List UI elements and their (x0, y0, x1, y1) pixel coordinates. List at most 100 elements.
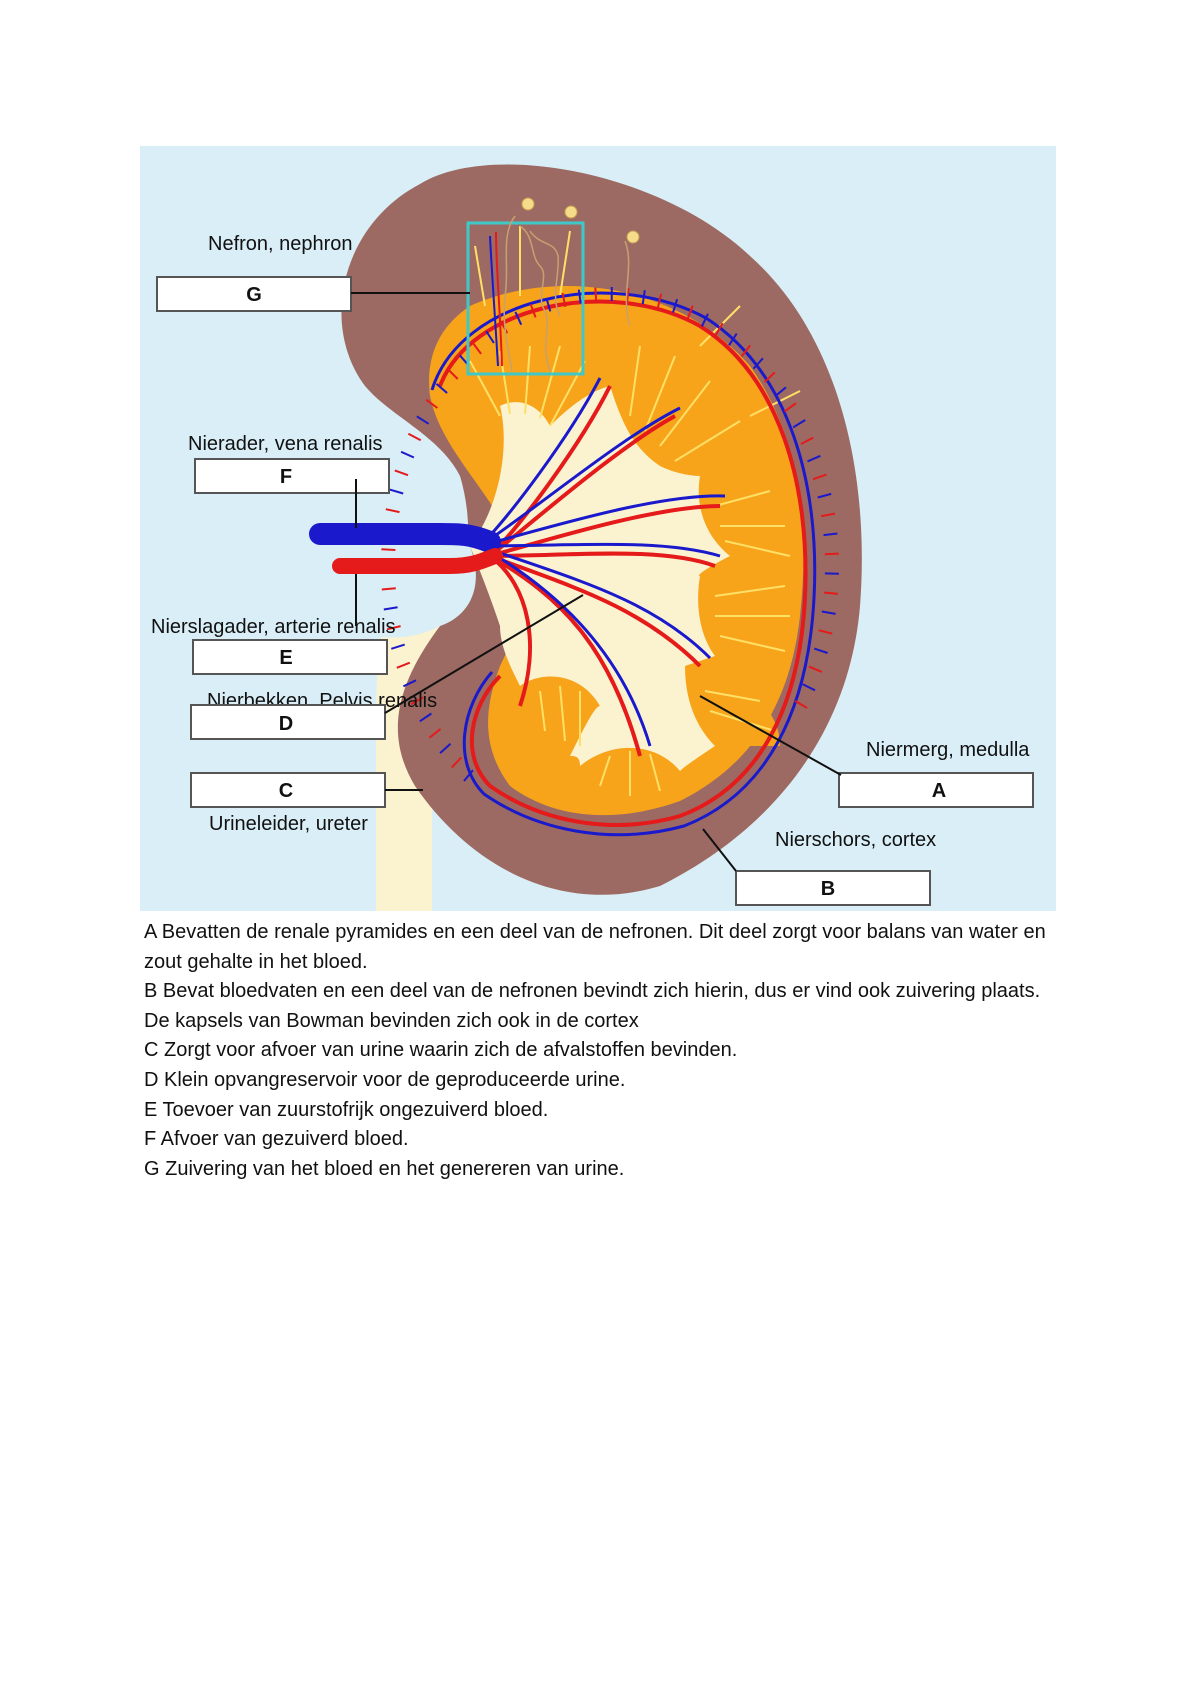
interlobar-artery (488, 414, 676, 558)
peripheral-vessel (817, 492, 832, 499)
peripheral-vessel (463, 769, 474, 782)
peripheral-vessel (383, 606, 398, 611)
peripheral-vessel (823, 532, 838, 537)
label-b-box[interactable] (735, 870, 931, 906)
label-a-letter: A (932, 780, 946, 802)
peripheral-vessels (380, 286, 839, 782)
striation (714, 490, 771, 507)
label-c-caption: Urineleider, ureter (209, 813, 368, 835)
peripheral-vessel (794, 700, 808, 709)
peripheral-vessel (807, 454, 821, 463)
renal-pelvis (470, 386, 730, 771)
peripheral-vessel (728, 333, 738, 346)
nephron-tubule (529, 230, 561, 317)
interlobar-vein (479, 542, 721, 558)
peripheral-vessel (425, 398, 438, 409)
interlobar-artery (488, 385, 612, 558)
label-d-letter: D (279, 713, 293, 735)
peripheral-vessel (394, 469, 409, 477)
striation (559, 685, 566, 742)
arcuate-artery (438, 299, 808, 827)
peripheral-vessel (823, 591, 838, 595)
peripheral-vessel (419, 712, 432, 723)
striation (659, 380, 711, 447)
pyramid (700, 476, 795, 566)
striation (714, 585, 786, 597)
peripheral-vessel (499, 320, 509, 334)
legend-item-f: F Afvoer van gezuiverd bloed. (144, 1128, 409, 1151)
striation (629, 345, 641, 417)
striation (649, 753, 661, 792)
bowman-capsule (564, 205, 578, 219)
interlobar-artery (488, 554, 532, 707)
striation (559, 230, 571, 297)
bowman-capsule (521, 197, 535, 211)
peripheral-vessel (824, 552, 839, 556)
label-a-caption: Niermerg, medulla (866, 739, 1030, 761)
nephron-vein (489, 235, 499, 367)
label-b-letter: B (821, 878, 835, 900)
label-b-caption: Nierschors, cortex (775, 829, 936, 851)
peripheral-vessel (435, 383, 448, 394)
legend-item-e: E Toevoer van zuurstofrijk ongezuiverd b… (144, 1098, 549, 1121)
label-g-box[interactable] (156, 276, 352, 312)
peripheral-vessel (813, 647, 828, 654)
peripheral-vessel (792, 419, 806, 429)
label-b-leader (702, 828, 737, 872)
interlobar-artery (489, 554, 702, 668)
striation (599, 755, 611, 787)
peripheral-vessel (400, 450, 415, 459)
interlobar-artery (489, 554, 642, 757)
peripheral-vessel (561, 292, 567, 308)
label-c-box[interactable] (190, 772, 386, 808)
arcuate-vein (430, 291, 817, 837)
interlobar-artery (489, 551, 716, 568)
nephron-illustration (503, 215, 631, 372)
striation (709, 710, 776, 732)
peripheral-vessel (514, 311, 523, 326)
label-f-caption: Nierader, vena renalis (188, 433, 383, 455)
nephron-highlight-box (466, 221, 585, 376)
peripheral-vessel (545, 297, 552, 312)
peripheral-vessel (385, 508, 400, 514)
nephron-tubule (519, 225, 551, 372)
label-e-caption: Nierslagader, arterie renalis (151, 616, 396, 638)
striation (719, 635, 786, 652)
interlobar-vein (479, 406, 681, 548)
striation (524, 345, 531, 415)
peripheral-vessel (802, 683, 816, 692)
legend: A Bevatten de renale pyramides en een de… (144, 918, 1064, 1184)
nephron-artery (495, 231, 503, 367)
peripheral-vessel (407, 432, 422, 442)
peripheral-vessel (471, 342, 482, 355)
peripheral-vessel (740, 344, 751, 358)
label-g-letter: G (246, 284, 262, 306)
peripheral-vessel (389, 488, 404, 495)
striation (644, 355, 676, 432)
peripheral-vessel (416, 415, 430, 425)
bowman-capsules (521, 197, 640, 244)
bowman-capsule (626, 230, 640, 244)
peripheral-vessel (386, 625, 401, 631)
striation (549, 360, 586, 427)
peripheral-vessel (818, 629, 833, 635)
interlobar-vein (479, 544, 712, 660)
peripheral-vessel (485, 330, 495, 344)
kidney-diagram: Nefron, nephron G Nierader, vena renalis… (140, 146, 1056, 911)
label-e-box[interactable] (192, 639, 388, 675)
label-a-box[interactable] (838, 772, 1034, 808)
peripheral-vessel (439, 742, 452, 754)
peripheral-vessel (626, 287, 630, 302)
interlobar-vein (479, 494, 726, 548)
peripheral-vessel (391, 643, 405, 650)
label-d-box[interactable] (190, 704, 386, 740)
peripheral-vessel (402, 679, 417, 688)
renal-artery (332, 548, 503, 574)
striation (749, 390, 801, 417)
peripheral-vessel (764, 371, 776, 383)
peripheral-vessel (714, 322, 724, 336)
interlobar-artery (489, 504, 721, 558)
peripheral-vessel (656, 293, 663, 308)
legend-item-c: C Zorgt voor afvoer van urine waarin zic… (144, 1039, 738, 1062)
peripheral-vessel (808, 665, 823, 673)
